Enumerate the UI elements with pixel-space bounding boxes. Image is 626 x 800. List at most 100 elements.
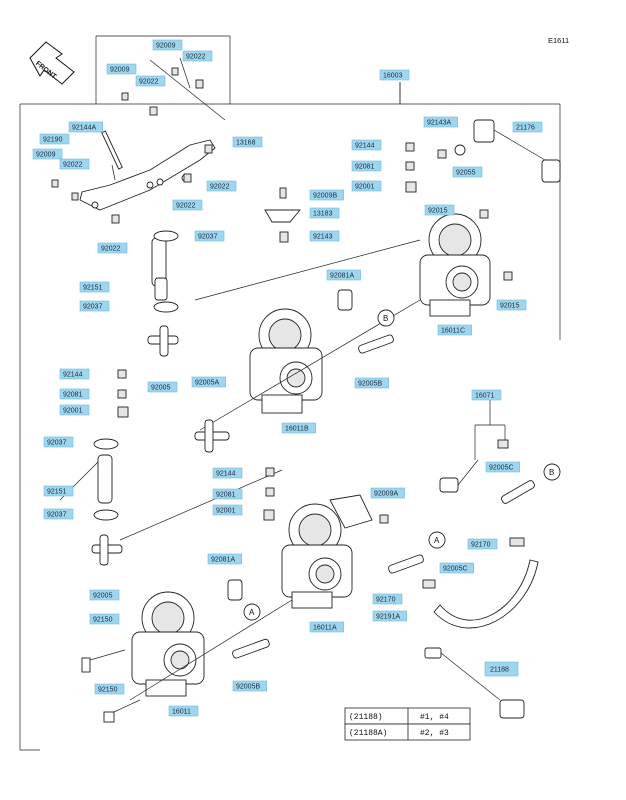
part-label-92037[interactable]: 92037 xyxy=(43,436,74,448)
part-label-92081[interactable]: 92081 xyxy=(351,160,382,172)
part-label-92150[interactable]: 92150 xyxy=(94,683,125,695)
part-number: 92005C xyxy=(443,566,468,573)
part-label-92009[interactable]: 92009 xyxy=(106,63,137,75)
part-label-92022[interactable]: 92022 xyxy=(182,50,213,62)
part-number: 92081A xyxy=(330,273,354,280)
sensor-and-wire-connectors xyxy=(424,119,561,719)
part-label-92170[interactable]: 92170 xyxy=(467,538,498,550)
part-label-92143a[interactable]: 92143A xyxy=(423,116,458,128)
part-label-92144[interactable]: 92144 xyxy=(212,467,243,479)
part-label-92081a[interactable]: 92081A xyxy=(207,553,242,565)
part-label-16003[interactable]: 16003 xyxy=(379,69,410,81)
part-label-92151[interactable]: 92151 xyxy=(43,485,74,497)
part-label-92009a[interactable]: 92009A xyxy=(370,487,405,499)
part-number: 92143 xyxy=(313,234,333,241)
part-number: 92015 xyxy=(428,208,448,215)
part-label-92144[interactable]: 92144 xyxy=(351,139,382,151)
part-label-92144a[interactable]: 92144A xyxy=(68,121,103,133)
part-number: 16003 xyxy=(383,73,403,80)
part-number: 92001 xyxy=(216,508,236,515)
part-label-92150[interactable]: 92150 xyxy=(89,613,120,625)
part-number: 16011B xyxy=(285,426,309,433)
carburetor-16011a xyxy=(281,503,353,609)
part-label-92005c[interactable]: 92005C xyxy=(485,461,520,473)
part-label-92005b[interactable]: 92005B xyxy=(232,680,267,692)
part-number: 16011A xyxy=(313,625,337,632)
throttle-linkage-bracket xyxy=(79,130,216,211)
part-label-16011a[interactable]: 16011A xyxy=(309,621,344,633)
part-number: 92015 xyxy=(500,303,520,310)
part-label-13183[interactable]: 13183 xyxy=(309,207,340,219)
part-number: 16011C xyxy=(441,328,465,335)
part-label-92081[interactable]: 92081 xyxy=(212,488,243,500)
part-label-92001[interactable]: 92001 xyxy=(212,504,243,516)
part-number: 92001 xyxy=(63,408,83,415)
part-label-13168[interactable]: 13168 xyxy=(232,136,263,148)
legend-part: (21188) xyxy=(349,713,383,722)
part-label-92005b[interactable]: 92005B xyxy=(354,377,389,389)
part-number: 16071 xyxy=(475,393,495,400)
part-number: 92191A xyxy=(376,614,400,621)
part-label-16011[interactable]: 16011 xyxy=(168,705,199,717)
part-label-92022[interactable]: 92022 xyxy=(59,158,90,170)
legend-part: (21188A) xyxy=(349,729,387,738)
part-number: 92190 xyxy=(43,137,63,144)
part-label-92081[interactable]: 92081 xyxy=(59,388,90,400)
carburetor-16011 xyxy=(131,591,205,697)
part-number: 92037 xyxy=(83,304,103,311)
part-number: 92143A xyxy=(427,120,451,127)
part-label-92015[interactable]: 92015 xyxy=(424,204,455,216)
part-label-92190[interactable]: 92190 xyxy=(39,133,70,145)
part-label-92001[interactable]: 92001 xyxy=(59,404,90,416)
part-label-21176[interactable]: 21176 xyxy=(512,121,543,133)
part-number: 92005A xyxy=(195,380,219,387)
part-number: 92081A xyxy=(211,557,235,564)
part-number: 92022 xyxy=(210,184,230,191)
part-number: 21188 xyxy=(490,667,509,674)
part-label-92009[interactable]: 92009 xyxy=(32,148,63,160)
part-label-16011c[interactable]: 16011C xyxy=(437,324,472,336)
part-label-92081a[interactable]: 92081A xyxy=(326,269,361,281)
part-label-92005[interactable]: 92005 xyxy=(147,381,178,393)
part-number: 92170 xyxy=(376,597,396,604)
part-number: 92037 xyxy=(47,440,67,447)
part-number: 92144 xyxy=(216,471,236,478)
part-label-92151[interactable]: 92151 xyxy=(79,281,110,293)
part-label-92009[interactable]: 92009 xyxy=(152,39,183,51)
diagram-id: E1611 xyxy=(548,36,569,45)
part-number: 13183 xyxy=(313,211,333,218)
part-number: 13168 xyxy=(236,140,256,147)
part-label-92005a[interactable]: 92005A xyxy=(191,376,226,388)
part-label-92170[interactable]: 92170 xyxy=(372,593,403,605)
part-number: 92009 xyxy=(156,43,176,50)
part-number: 92144 xyxy=(355,143,375,150)
part-label-92015[interactable]: 92015 xyxy=(496,299,527,311)
part-label-92022[interactable]: 92022 xyxy=(97,242,128,254)
part-number: 92081 xyxy=(63,392,83,399)
part-number: 92005 xyxy=(151,385,171,392)
part-label-92009b[interactable]: 92009B xyxy=(309,189,344,201)
part-number: 92150 xyxy=(93,617,113,624)
part-label-21188[interactable]: 21188 xyxy=(484,661,519,677)
part-label-92022[interactable]: 92022 xyxy=(135,75,166,87)
part-label-92191a[interactable]: 92191A xyxy=(372,610,407,622)
part-label-92022[interactable]: 92022 xyxy=(206,180,237,192)
part-label-92144[interactable]: 92144 xyxy=(59,368,90,380)
part-label-92037[interactable]: 92037 xyxy=(43,508,74,520)
part-label-92005[interactable]: 92005 xyxy=(89,589,120,601)
part-label-92001[interactable]: 92001 xyxy=(351,180,382,192)
part-label-92055[interactable]: 92055 xyxy=(452,166,483,178)
part-label-92037[interactable]: 92037 xyxy=(79,300,110,312)
part-label-92005c[interactable]: 92005C xyxy=(439,562,474,574)
ref-marker-a: A xyxy=(434,536,440,545)
part-label-16011b[interactable]: 16011B xyxy=(281,422,316,434)
part-label-92143[interactable]: 92143 xyxy=(309,230,340,242)
part-number: 92037 xyxy=(198,234,218,241)
part-label-92022[interactable]: 92022 xyxy=(172,199,203,211)
part-number: 92005B xyxy=(236,684,260,691)
part-label-92037[interactable]: 92037 xyxy=(194,230,225,242)
part-label-16071[interactable]: 16071 xyxy=(471,389,502,401)
part-number: 92151 xyxy=(83,285,103,292)
